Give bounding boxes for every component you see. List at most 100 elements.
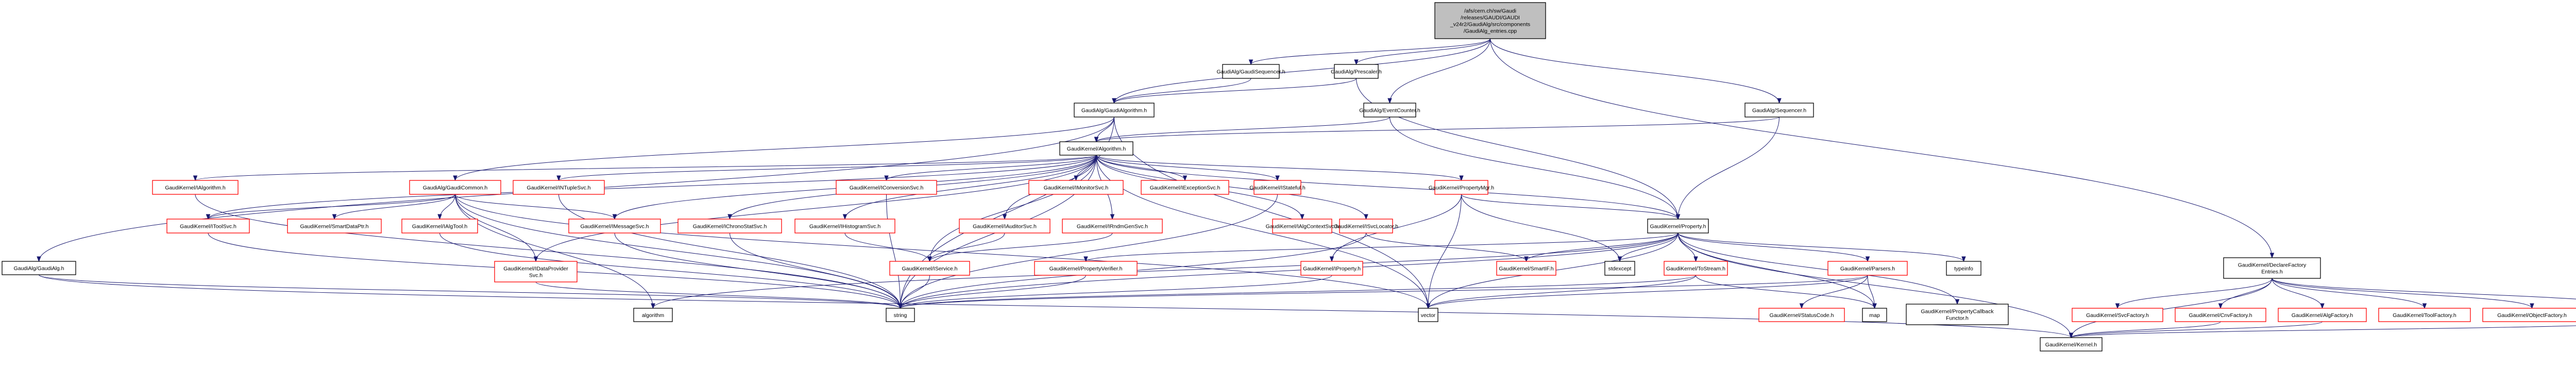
node-propertyverifier[interactable]: GaudiKernel/PropertyVerifier.h — [1034, 261, 1138, 276]
edge-line — [730, 232, 901, 309]
node-smartdataptr[interactable]: GaudiKernel/SmartDataPtr.h — [287, 219, 382, 233]
node-iexceptionsvc[interactable]: GaudiKernel/IExceptionSvc.h — [1141, 180, 1229, 195]
edge-line — [1490, 38, 2273, 258]
node-typeinfo[interactable]: typeinfo — [1946, 261, 1981, 276]
node-parsers[interactable]: GaudiKernel/Parsers.h — [1827, 261, 1908, 276]
node-ihistogramsvc[interactable]: GaudiKernel/IHistogramSvc.h — [794, 219, 895, 233]
node-iauditorsvc[interactable]: GaudiKernel/IAuditorSvc.h — [959, 219, 1050, 233]
node-label: /releases/GAUDI/GAUDI — [1461, 15, 1520, 21]
node-smartif[interactable]: GaudiKernel/SmartIF.h — [1496, 261, 1556, 276]
node-toolfactory[interactable]: GaudiKernel/ToolFactory.h — [2378, 308, 2471, 322]
edge-line — [900, 194, 1278, 309]
arrowhead-icon — [2115, 303, 2120, 309]
node-gaudikernel_h[interactable]: GaudiKernel/Kernel.h — [2040, 337, 2103, 352]
node-label: GaudiKernel/IDataProvider — [503, 266, 568, 272]
edge-parsers-to-string — [898, 275, 1868, 309]
node-property_h[interactable]: GaudiKernel/Property.h — [1647, 219, 1709, 233]
node-label: /afs/cern.ch/sw/Gaudi — [1464, 8, 1516, 14]
node-box — [1604, 261, 1635, 276]
node-string[interactable]: string — [886, 308, 915, 322]
node-istateful[interactable]: GaudiKernel/IStateful.h — [1249, 180, 1306, 195]
node-ialgcontextsvc[interactable]: GaudiKernel/IAlgContextSvc.h — [1266, 219, 1339, 233]
node-box — [1062, 219, 1163, 233]
node-algfactory[interactable]: GaudiKernel/AlgFactory.h — [2278, 308, 2367, 322]
edge-line — [1389, 38, 1490, 104]
node-ialgorithm[interactable]: GaudiKernel/IAlgorithm.h — [152, 180, 239, 195]
edge-line — [1677, 232, 2072, 338]
node-box — [1496, 261, 1556, 276]
edge-line — [900, 232, 1679, 309]
arrowhead-icon — [1182, 175, 1188, 181]
node-root[interactable]: /afs/cern.ch/sw/Gaudi/releases/GAUDI/GAU… — [1434, 2, 1546, 39]
node-tostream[interactable]: GaudiKernel/ToStream.h — [1664, 261, 1728, 276]
edge-gaudicommon-to-smartdataptr — [332, 194, 455, 220]
node-itoolsvc[interactable]: GaudiKernel/IToolSvc.h — [166, 219, 250, 233]
node-label: GaudiKernel/ObjectFactory.h — [2497, 312, 2567, 319]
node-propertymgr[interactable]: GaudiKernel/PropertyMgr.h — [1429, 180, 1494, 195]
edge-declarefactoryentries-to-algfactory — [2272, 278, 2325, 309]
edge-line — [1801, 275, 1868, 309]
edge-line — [1428, 275, 1868, 309]
node-eventcounter[interactable]: GaudiAlg/EventCounter.h — [1359, 103, 1420, 118]
edge-line — [2272, 278, 2425, 309]
arrowhead-icon — [1110, 214, 1115, 220]
node-map[interactable]: map — [1862, 308, 1887, 322]
node-cnvfactory[interactable]: GaudiKernel/CnvFactory.h — [2175, 308, 2266, 322]
edge-line — [208, 194, 455, 220]
node-gaudisequencer[interactable]: GaudiAlg/GaudiSequencer.h — [1216, 64, 1285, 79]
node-ialgtool[interactable]: GaudiKernel/IAlgTool.h — [401, 219, 478, 233]
arrowhead-icon — [533, 256, 538, 262]
edge-gaudialgorithm-to-vector — [1114, 116, 1431, 309]
node-statuscode[interactable]: GaudiKernel/StatusCode.h — [1758, 308, 1845, 322]
edge-line — [439, 232, 901, 309]
arrowhead-icon — [1865, 256, 1870, 262]
node-label: string — [894, 312, 907, 319]
edge-line — [2071, 325, 2576, 338]
edge-line — [2071, 321, 2323, 338]
edge-line — [1096, 155, 1366, 220]
node-label: typeinfo — [1954, 266, 1973, 272]
edge-line — [1389, 116, 1679, 220]
arrowhead-icon — [2320, 303, 2325, 309]
node-stdexcept[interactable]: stdexcept — [1604, 261, 1635, 276]
node-gaudicommon[interactable]: GaudiAlg/GaudiCommon.h — [409, 180, 501, 195]
node-prescaler[interactable]: GaudiAlg/Prescaler.h — [1331, 64, 1382, 79]
node-box — [1141, 180, 1229, 195]
edge-gaudisequencer-to-gaudialgorithm — [1112, 78, 1251, 104]
node-box — [1418, 308, 1438, 322]
node-iservice[interactable]: GaudiKernel/IService.h — [889, 261, 970, 276]
edge-line — [2272, 278, 2532, 309]
node-algorithm_h[interactable]: GaudiKernel/Algorithm.h — [1059, 141, 1133, 156]
arrowhead-icon — [2218, 303, 2223, 309]
node-intuplesvc[interactable]: GaudiKernel/INTupleSvc.h — [513, 180, 605, 195]
node-imonitorsvc[interactable]: GaudiKernel/IMonitorSvc.h — [1028, 180, 1124, 195]
node-label: GaudiKernel/DeclareFactory — [2238, 262, 2307, 269]
node-iconversionsvc[interactable]: GaudiKernel/IConversionSvc.h — [836, 180, 937, 195]
node-objectfactory[interactable]: GaudiKernel/ObjectFactory.h — [2482, 308, 2576, 322]
node-sequencer[interactable]: GaudiAlg/Sequencer.h — [1744, 103, 1814, 118]
node-label: GaudiKernel/IAuditorSvc.h — [973, 224, 1037, 230]
edge-line — [886, 155, 1097, 181]
node-gaudialg_h[interactable]: GaudiAlg/GaudiAlg.h — [2, 261, 76, 275]
edge-prescaler-to-property_h — [1356, 78, 1681, 220]
node-box — [633, 308, 673, 322]
node-svcfactory[interactable]: GaudiKernel/SvcFactory.h — [2072, 308, 2163, 322]
edge-line — [900, 275, 1332, 309]
edge-propertymgr-to-property_h — [1461, 194, 1681, 220]
node-isvclocator[interactable]: GaudiKernel/ISvcLocator.h — [1334, 219, 1398, 233]
node-box — [2223, 257, 2321, 279]
node-imessagesvc[interactable]: GaudiKernel/IMessageSvc.h — [568, 219, 661, 233]
node-ichronostatsvc[interactable]: GaudiKernel/IChronoStatSvc.h — [677, 219, 782, 233]
arrowhead-icon — [1426, 303, 1431, 309]
edge-line — [1250, 38, 1490, 65]
edge-property_h-to-string — [898, 232, 1679, 309]
node-iproperty[interactable]: GaudiKernel/IProperty.h — [1300, 261, 1363, 276]
node-algorithm_std[interactable]: algorithm — [633, 308, 673, 322]
edge-line — [39, 274, 901, 309]
node-irndmgensvc[interactable]: GaudiKernel/IRndmGenSvc.h — [1062, 219, 1163, 233]
node-gaudialgorithm[interactable]: GaudiAlg/GaudiAlgorithm.h — [1074, 103, 1155, 118]
node-vector[interactable]: vector — [1418, 308, 1438, 322]
